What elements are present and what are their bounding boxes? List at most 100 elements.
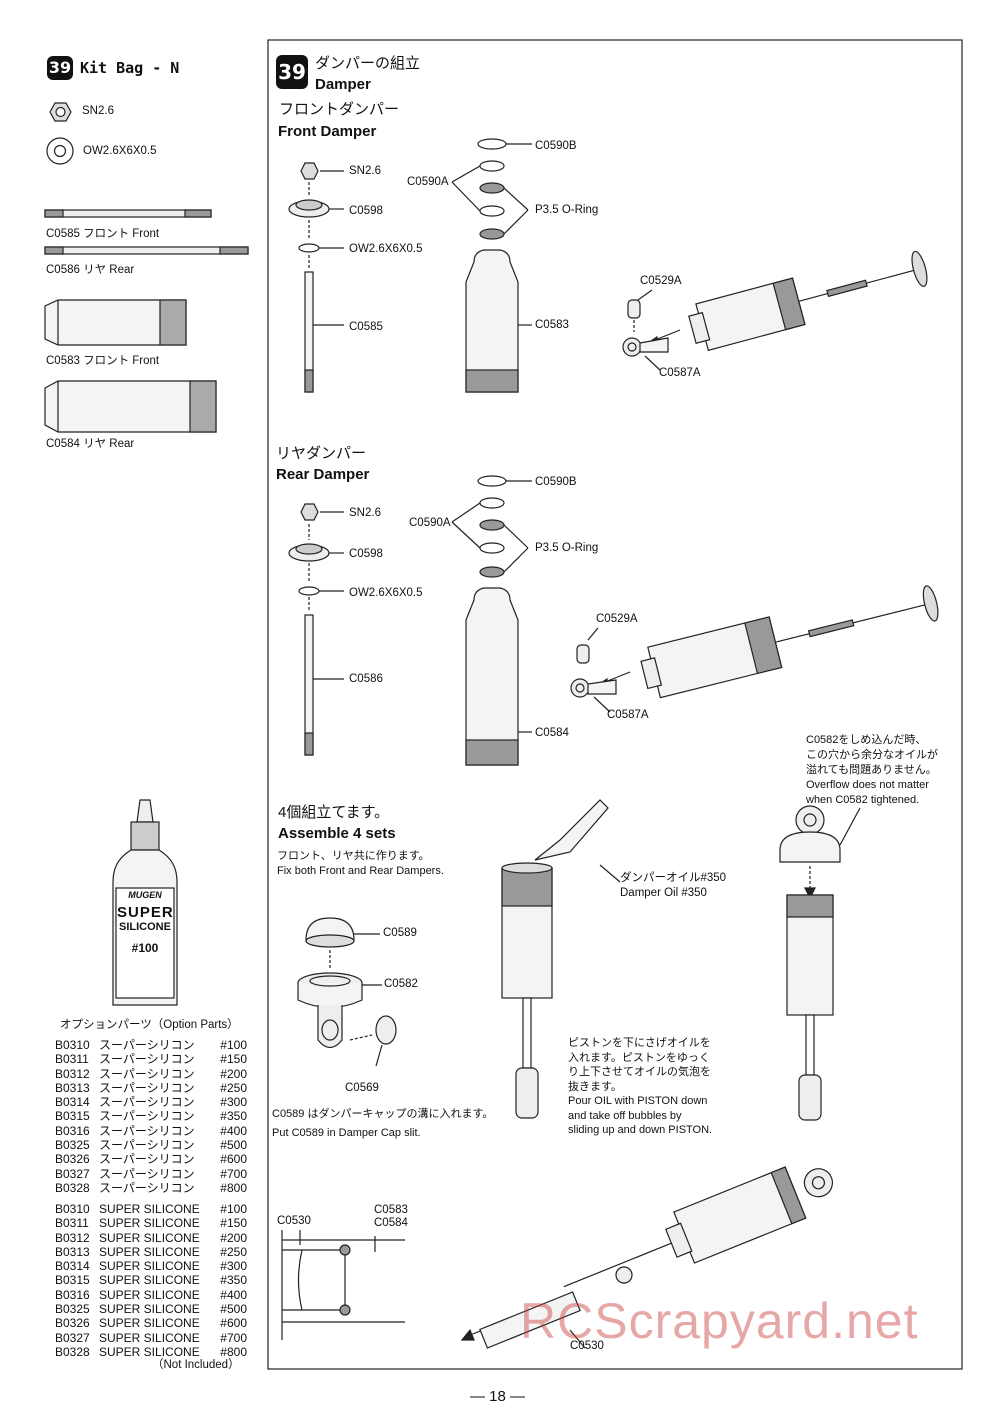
option-name: スーパーシリコン xyxy=(99,1052,195,1067)
option-grade: #800 xyxy=(220,1344,247,1359)
option-code: B0312 xyxy=(55,1066,90,1081)
option-code: B0328 xyxy=(55,1344,90,1359)
cap-parts xyxy=(297,917,397,1067)
label-c0582: C0582 xyxy=(384,978,418,990)
option-grade: #200 xyxy=(220,1230,247,1245)
front-label-c0598: C0598 xyxy=(349,205,383,217)
overflow-note: C0582をしめ込んだ時、 この穴から余分なオイルが 溢れても問題ありません。 … xyxy=(806,733,938,808)
option-code: B0326 xyxy=(55,1316,90,1331)
piston-jp2: 入れます。ピストンをゆっく xyxy=(568,1051,710,1064)
option-row: B0312 SUPER SILICONE #200 xyxy=(55,1231,247,1245)
front-label-ow: OW2.6X6X0.5 xyxy=(349,243,423,255)
rear-label-c0587a: C0587A xyxy=(607,709,649,721)
label-c0569: C0569 xyxy=(345,1082,379,1094)
option-code: B0314 xyxy=(55,1095,90,1110)
option-name: スーパーシリコン xyxy=(99,1180,195,1195)
bottle-grade: #100 xyxy=(131,941,159,955)
option-name: スーパーシリコン xyxy=(99,1066,195,1081)
assemble-heading-en: Assemble 4 sets xyxy=(278,825,396,842)
oil-fill-body xyxy=(501,799,621,1119)
oil-label-jp: ダンパーオイル#350 xyxy=(620,872,727,884)
hardware-label-ow: OW2.6X6X0.5 xyxy=(83,145,157,157)
main-step-badge: 39 xyxy=(276,55,308,89)
cap-note-en: Put C0589 in Damper Cap slit. xyxy=(272,1127,421,1139)
front-heading-jp: フロントダンパー xyxy=(279,101,400,118)
option-code: B0325 xyxy=(55,1302,90,1317)
option-name: スーパーシリコン xyxy=(99,1152,195,1167)
option-grade: #400 xyxy=(220,1123,247,1138)
detail-c0584: C0584 xyxy=(374,1217,408,1229)
bottle-line2: SILICONE xyxy=(119,921,171,933)
option-grade: #100 xyxy=(220,1038,247,1052)
overflow-jp3: 溢れても問題ありません。 xyxy=(806,764,937,776)
option-grade: #500 xyxy=(220,1138,247,1153)
oil-label-en: Damper Oil #350 xyxy=(620,887,707,899)
option-grade: #250 xyxy=(220,1080,247,1095)
option-grade: #350 xyxy=(220,1273,247,1288)
shaft-front-icon xyxy=(44,209,212,218)
option-grade: #700 xyxy=(220,1166,247,1181)
label-c0589: C0589 xyxy=(383,927,417,939)
hardware-label-sn: SN2.6 xyxy=(82,105,114,117)
option-name: SUPER SILICONE xyxy=(99,1287,200,1302)
option-grade: #300 xyxy=(220,1095,247,1110)
option-name: SUPER SILICONE xyxy=(99,1216,200,1231)
option-name: SUPER SILICONE xyxy=(99,1273,200,1288)
option-code: B0325 xyxy=(55,1138,90,1153)
assemble-heading-jp: 4個組立てます。 xyxy=(278,804,390,821)
option-code: B0313 xyxy=(55,1244,90,1259)
option-name: SUPER SILICONE xyxy=(99,1316,200,1331)
option-name: SUPER SILICONE xyxy=(99,1330,200,1345)
main-frame xyxy=(267,39,963,1370)
shaft-rear-icon xyxy=(44,246,249,255)
option-name: SUPER SILICONE xyxy=(99,1202,200,1216)
rear-label-sn: SN2.6 xyxy=(349,507,381,519)
option-name: SUPER SILICONE xyxy=(99,1230,200,1245)
front-label-c0590b: C0590B xyxy=(535,140,577,152)
option-grade: #300 xyxy=(220,1259,247,1274)
rear-heading-jp: リヤダンパー xyxy=(276,445,367,462)
option-name: スーパーシリコン xyxy=(99,1166,195,1181)
option-grade: #250 xyxy=(220,1244,247,1259)
rear-heading-en: Rear Damper xyxy=(276,466,370,483)
detail-c0530-a: C0530 xyxy=(277,1215,311,1227)
rear-label-c0590b: C0590B xyxy=(535,476,577,488)
rear-label-oring: P3.5 O-Ring xyxy=(535,542,599,554)
piston-note: ピストンを下にさげオイルを 入れます。ピストンをゆっく り上下させてオイルの気泡… xyxy=(568,1036,712,1138)
rear-label-body: C0584 xyxy=(535,727,569,739)
front-label-oring: P3.5 O-Ring xyxy=(535,204,599,216)
option-grade: #150 xyxy=(220,1052,247,1067)
option-code: B0312 xyxy=(55,1230,90,1245)
main-title-en: Damper xyxy=(315,76,371,93)
front-label-c0529a: C0529A xyxy=(640,275,682,287)
option-grade: #700 xyxy=(220,1330,247,1345)
washer-icon xyxy=(46,137,74,165)
front-label-c0590a: C0590A xyxy=(407,176,449,188)
option-code: B0310 xyxy=(55,1202,90,1216)
rear-label-c0598: C0598 xyxy=(349,548,383,560)
overflow-en1: Overflow does not matter xyxy=(806,779,929,791)
option-name: スーパーシリコン xyxy=(99,1038,195,1052)
cap-note-jp: C0589 はダンパーキャップの溝に入れます。 xyxy=(272,1108,494,1120)
option-code: B0328 xyxy=(55,1180,90,1195)
option-name: SUPER SILICONE xyxy=(99,1244,200,1259)
option-name: スーパーシリコン xyxy=(99,1123,195,1138)
kit-bag-title: Kit Bag - N xyxy=(80,59,180,77)
bottle-brand: MUGEN xyxy=(128,890,162,900)
detail-c0530-b: C0530 xyxy=(570,1340,604,1352)
